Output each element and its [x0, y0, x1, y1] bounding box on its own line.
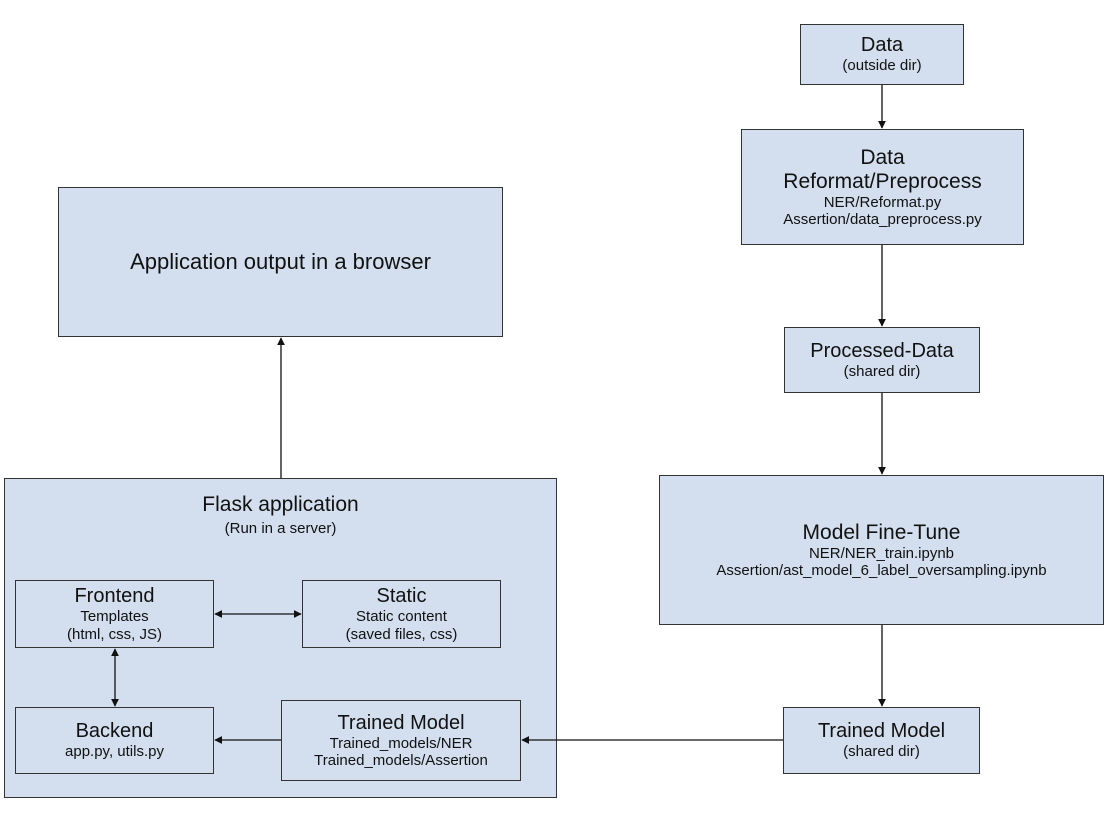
trained-model-local-title: Trained Model: [337, 711, 465, 734]
trained-model-shared-box: Trained Model (shared dir): [783, 707, 980, 774]
browser-output-box: Application output in a browser: [58, 187, 503, 337]
flask-title: Flask application: [202, 493, 359, 516]
frontend-line-1: Templates: [80, 608, 149, 626]
static-line-1: Static content: [356, 608, 447, 626]
static-title: Static: [376, 585, 427, 608]
processed-data-title: Processed-Data: [810, 339, 954, 362]
frontend-line-2: (html, css, JS): [66, 625, 162, 643]
frontend-title: Frontend: [74, 585, 155, 608]
data-box: Data (outside dir): [800, 24, 964, 85]
reformat-line-1: NER/Reformat.py: [823, 193, 942, 211]
finetune-title: Model Fine-Tune: [802, 520, 961, 544]
static-line-2: (saved files, css): [345, 625, 458, 643]
reformat-line-2: Assertion/data_preprocess.py: [783, 211, 982, 229]
finetune-line-2: Assertion/ast_model_6_label_oversampling…: [716, 562, 1047, 580]
flask-subtitle: (Run in a server): [224, 520, 337, 538]
processed-data-subtitle: (shared dir): [843, 362, 921, 380]
backend-line-1: app.py, utils.py: [65, 743, 164, 761]
processed-data-box: Processed-Data (shared dir): [784, 327, 980, 393]
trained-model-shared-subtitle: (shared dir): [843, 743, 920, 761]
finetune-line-1: NER/NER_train.ipynb: [808, 544, 955, 562]
reformat-title-1: Data: [860, 145, 905, 169]
trained-model-local-box: Trained Model Trained_models/NER Trained…: [281, 700, 521, 781]
static-box: Static Static content (saved files, css): [302, 580, 501, 648]
trained-model-local-line-1: Trained_models/NER: [329, 734, 473, 752]
browser-output-title: Application output in a browser: [130, 249, 431, 275]
finetune-box: Model Fine-Tune NER/NER_train.ipynb Asse…: [659, 475, 1104, 625]
trained-model-shared-title: Trained Model: [817, 720, 946, 743]
backend-title: Backend: [75, 720, 154, 743]
frontend-box: Frontend Templates (html, css, JS): [15, 580, 214, 648]
trained-model-local-line-2: Trained_models/Assertion: [314, 752, 488, 769]
reformat-title-2: Reformat/Preprocess: [783, 169, 982, 193]
backend-box: Backend app.py, utils.py: [15, 707, 214, 774]
reformat-box: Data Reformat/Preprocess NER/Reformat.py…: [741, 129, 1024, 245]
data-title: Data: [860, 34, 904, 57]
data-subtitle: (outside dir): [842, 57, 922, 75]
